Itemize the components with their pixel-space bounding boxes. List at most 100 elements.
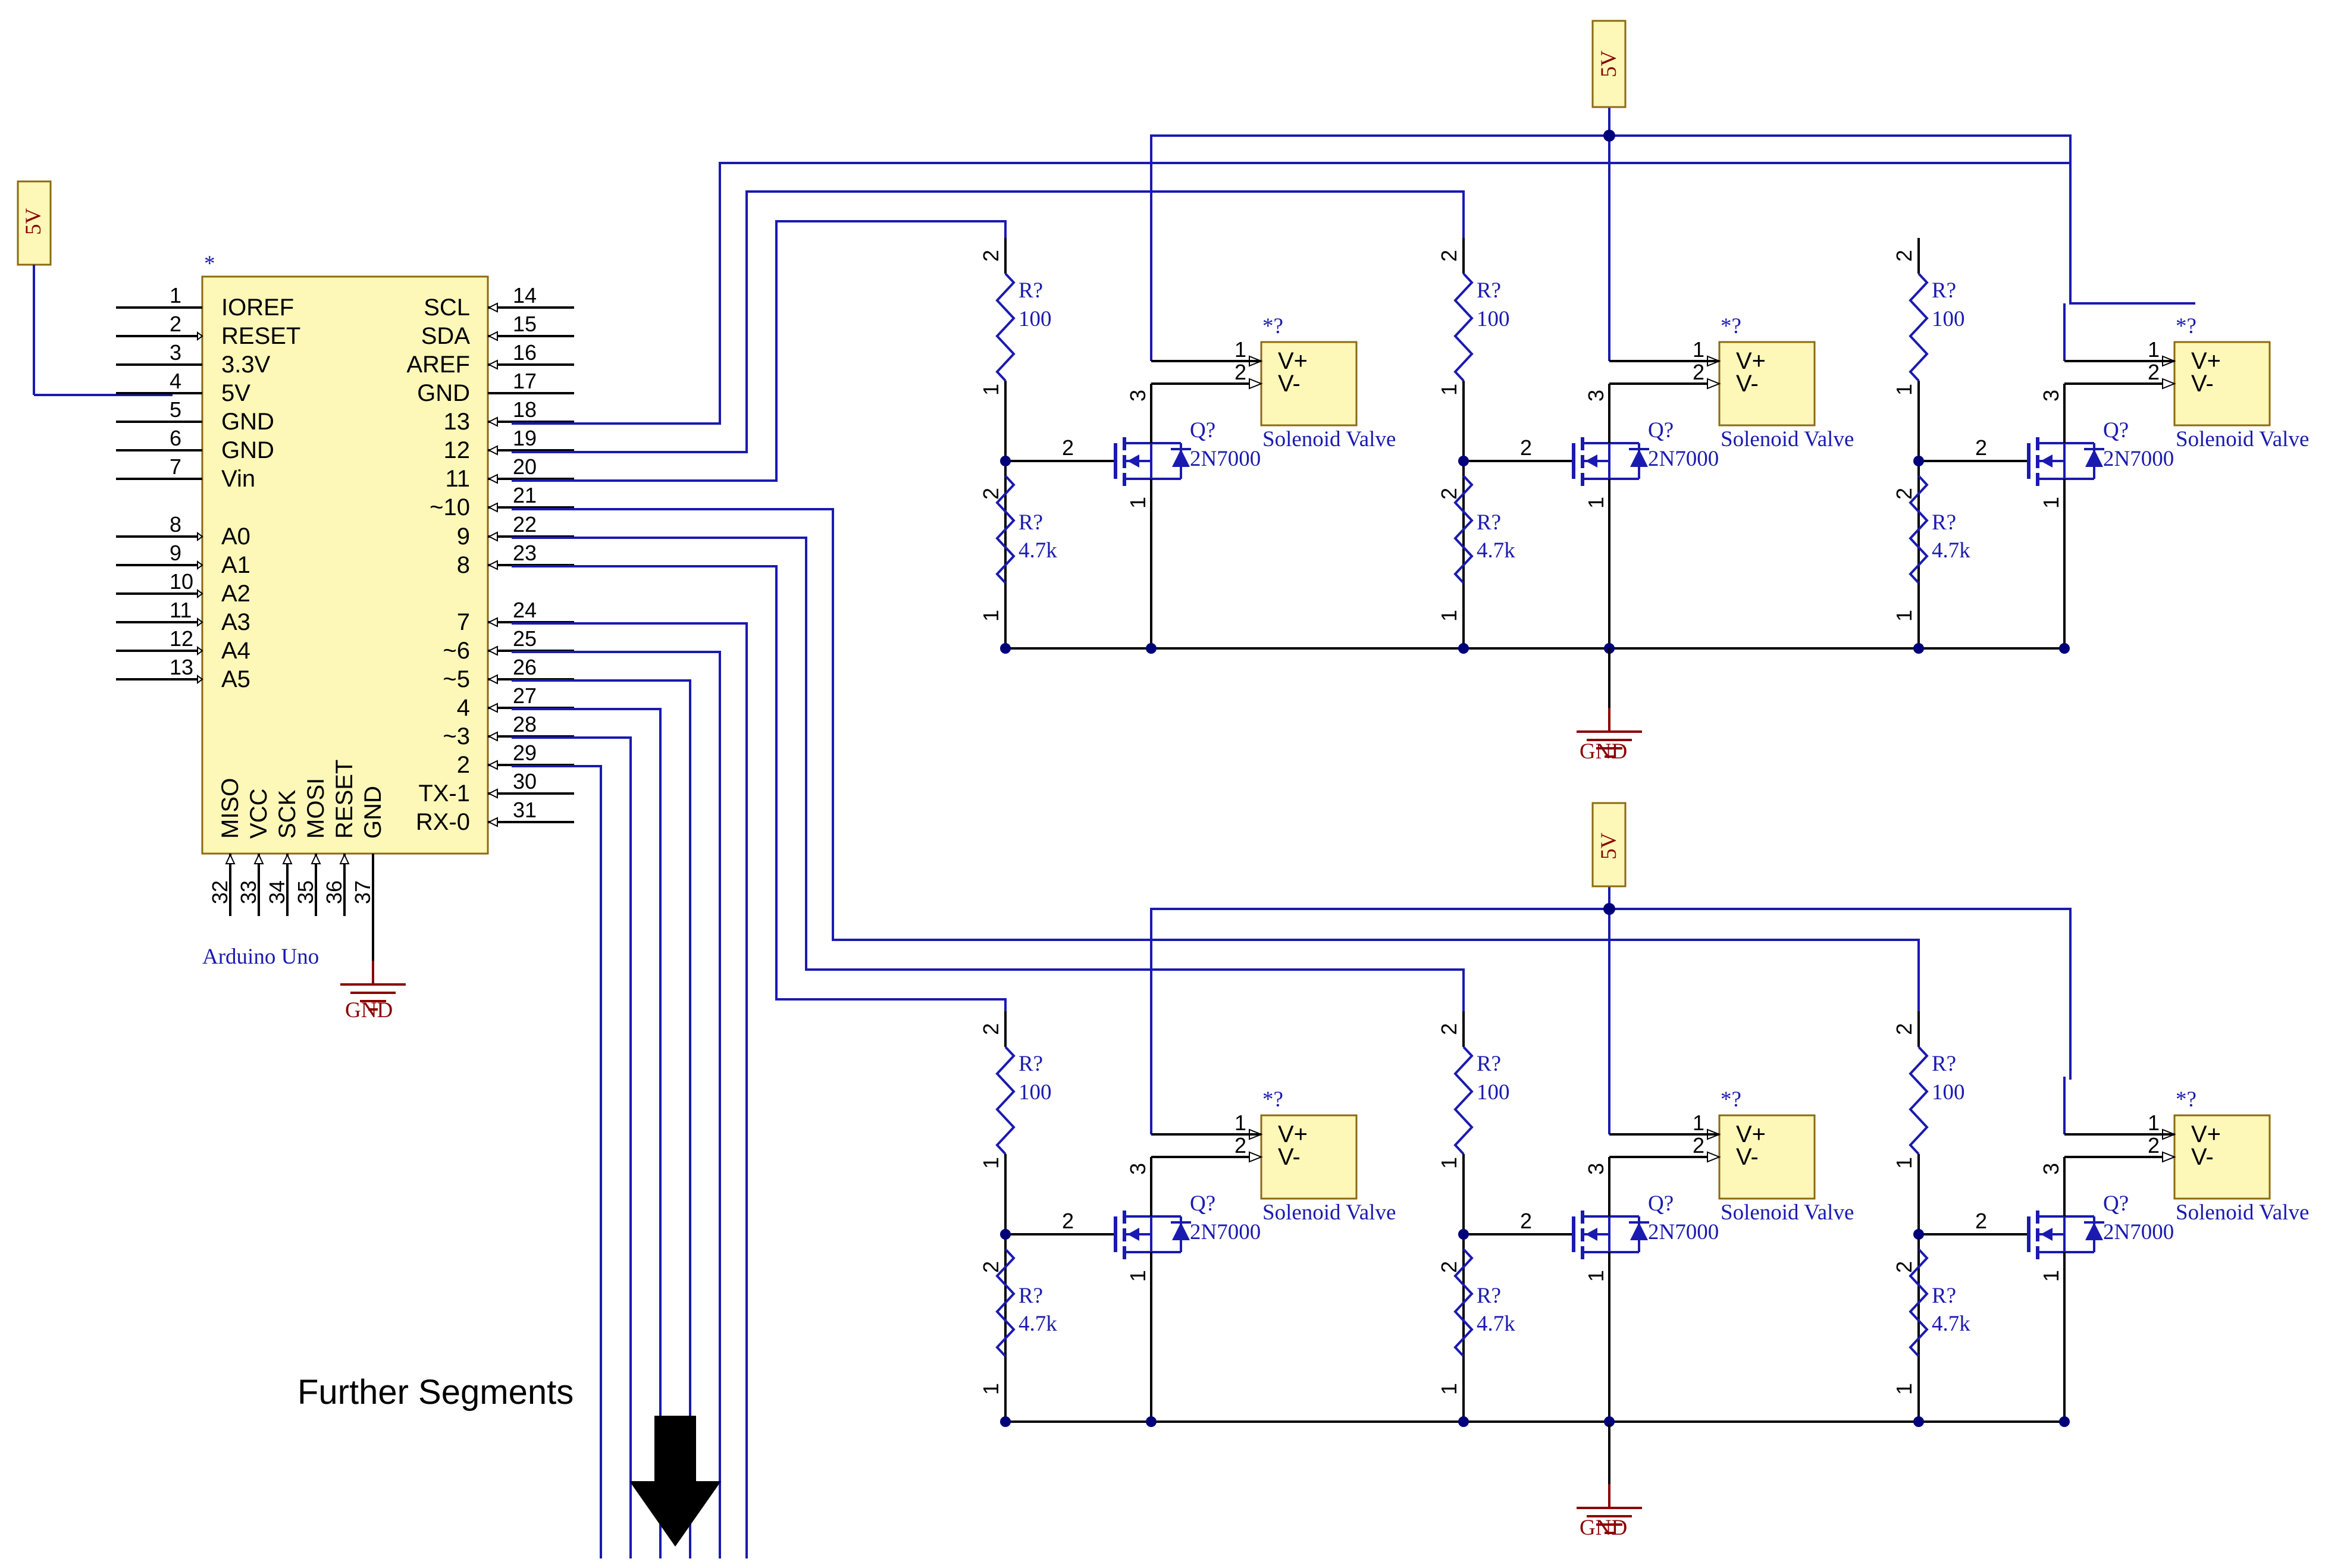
gate-res-pin-1: 1	[1437, 1157, 1461, 1169]
arduino-pin-name: A2	[221, 581, 250, 607]
arduino-pin-number: 30	[513, 769, 537, 794]
arduino-pin-number: 31	[513, 798, 537, 822]
pulldown-res-pin-2: 2	[1437, 488, 1461, 500]
mosfet-part: 2N7000	[1190, 447, 1261, 471]
arduino-pin-number: 24	[513, 598, 537, 622]
pulldown-res-ref: R?	[1932, 1284, 1956, 1308]
pulldown-res-pin-2: 2	[1892, 488, 1916, 500]
gnd-top	[1575, 648, 1643, 758]
power-5v-left: 5V	[17, 180, 173, 396]
arduino-right-pin: 29 2	[457, 741, 574, 778]
power-5v-bottom: 5V	[1591, 802, 1627, 888]
mosfet-drain-pin: 3	[1584, 390, 1608, 402]
arduino-pin-number: 16	[513, 340, 537, 365]
arduino-pin-number: 7	[170, 454, 181, 479]
valve-pin-1-number: 1	[1234, 1111, 1246, 1135]
gate-res-pin-1: 1	[979, 384, 1003, 396]
mosfet-part: 2N7000	[1190, 1220, 1261, 1244]
valve-pin-1-number: 1	[1693, 337, 1704, 362]
further-segments-label: Further Segments	[297, 1373, 574, 1412]
valve-pin-vminus: V-	[1278, 371, 1301, 397]
pulldown-res-pin-1: 1	[979, 1383, 1003, 1395]
mosfet-source-pin: 1	[1126, 497, 1150, 509]
gate-res-ref: R?	[1477, 278, 1501, 303]
valve-name: Solenoid Valve	[2176, 1200, 2309, 1225]
valve-ref: *?	[1721, 314, 1741, 338]
pulldown-res-value: 4.7k	[1019, 1312, 1057, 1336]
arduino-pin-name: 4	[457, 695, 470, 721]
arduino-pin-number: 21	[513, 483, 537, 507]
gate-res-ref: R?	[1477, 1052, 1501, 1076]
valve-pin-vplus: V+	[2191, 348, 2221, 374]
gate-res-value: 100	[1019, 1080, 1052, 1105]
valve-name: Solenoid Valve	[2176, 427, 2309, 451]
arduino-pin-name: 3.3V	[221, 352, 271, 378]
valve-pin-2-number: 2	[2148, 360, 2160, 384]
valve-pin-vplus: V+	[1736, 1121, 1766, 1147]
pulldown-res-pin-2: 2	[979, 1261, 1003, 1273]
valve-pin-vminus: V-	[1278, 1144, 1301, 1170]
gate-res-pin-2: 2	[1437, 1023, 1461, 1035]
gnd-top-label: GND	[1580, 739, 1627, 764]
arduino-pin-number: 6	[170, 426, 181, 450]
mosfet-ref: Q?	[1190, 418, 1215, 443]
arduino-pin-number: 14	[513, 283, 537, 308]
arduino-pin-number: 9	[170, 541, 181, 565]
pulldown-res-value: 4.7k	[1932, 1312, 1970, 1336]
power-5v-top-label: 5V	[1597, 51, 1621, 78]
arduino-pin-number: 12	[170, 626, 193, 651]
valve-ref: *?	[2176, 314, 2196, 338]
valve-pin-1-number: 1	[1234, 337, 1246, 362]
gate-res-pin-1: 1	[1437, 384, 1461, 396]
pulldown-res-pin-1: 1	[1892, 610, 1916, 622]
pulldown-res-ref: R?	[1477, 1284, 1501, 1308]
arduino-pin-number: 29	[513, 741, 537, 765]
mosfet-part: 2N7000	[2103, 1220, 2174, 1244]
valve-pin-vminus: V-	[2191, 371, 2214, 397]
valve-pin-vplus: V+	[2191, 1121, 2221, 1147]
arduino-gnd-label: GND	[345, 998, 393, 1023]
arduino-pin-name: ~10	[430, 494, 470, 520]
arduino-pin-number: 18	[513, 397, 537, 422]
arduino-pin-number: 20	[513, 454, 537, 479]
arduino-pin-number: 2	[170, 312, 181, 336]
pulldown-res-value: 4.7k	[1477, 538, 1515, 563]
gate-res-value: 100	[1477, 1080, 1510, 1105]
mosfet-gate-pin: 2	[1062, 1209, 1074, 1233]
valve-pin-1-number: 1	[2148, 337, 2160, 362]
arduino-pin-name: 2	[457, 752, 470, 778]
arduino-pin-name: 5V	[221, 380, 250, 406]
arduino-pin-name: RESET	[331, 760, 358, 839]
gate-res-ref: R?	[1932, 1052, 1956, 1076]
arduino-pin-name: A1	[221, 552, 250, 578]
valve-pin-2-number: 2	[1234, 360, 1246, 384]
arduino-pin-number: 5	[170, 397, 181, 422]
arduino-pin-name: 8	[457, 552, 470, 578]
gate-res-value: 100	[1019, 307, 1052, 331]
pulldown-res-value: 4.7k	[1932, 538, 1970, 563]
mosfet-ref: Q?	[2103, 418, 2129, 443]
arduino-pin-name: MISO	[217, 778, 243, 839]
mosfet-gate-pin: 2	[1520, 435, 1532, 460]
arduino-pin-name: 9	[457, 523, 470, 550]
arduino-pin-number: 34	[265, 880, 289, 904]
arduino-pin-number: 33	[236, 880, 261, 904]
arduino-pin-number: 23	[513, 541, 537, 565]
power-5v-left-label: 5V	[21, 208, 46, 236]
